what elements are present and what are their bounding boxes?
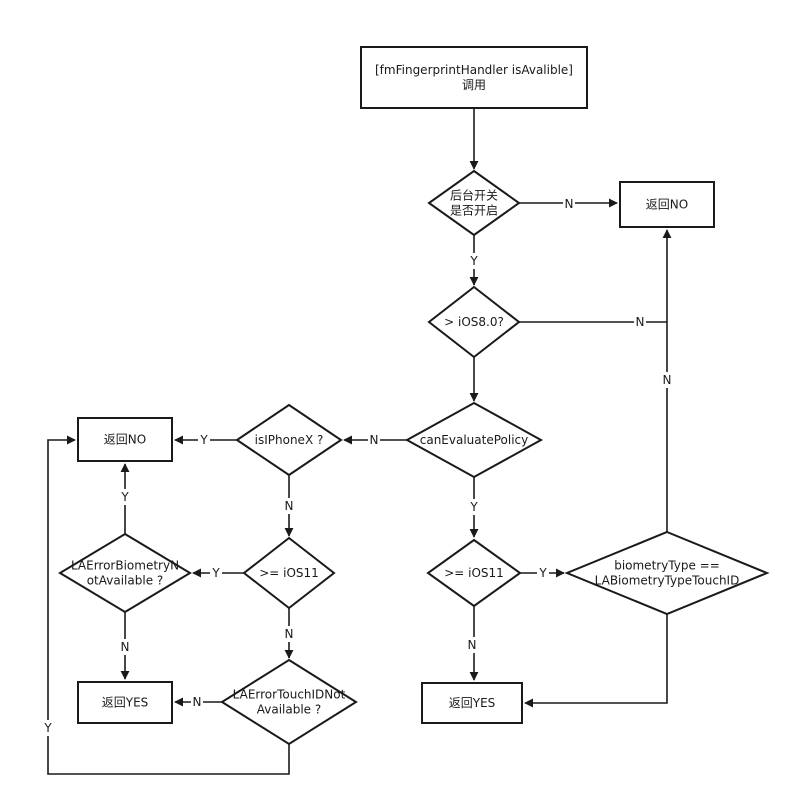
edge-label-biometry-type-no: N (661, 372, 673, 388)
edge-label-text: N (565, 197, 574, 211)
edge-label-text: N (370, 433, 379, 447)
node-text: LAErrorBiometryN (71, 559, 179, 573)
decision-diamond (58, 532, 192, 614)
edge-label-text: Y (211, 566, 220, 580)
node-text: LAErrorTouchIDNot (233, 688, 346, 702)
node-text: 后台开关 (450, 188, 498, 203)
node-text: otAvailable ? (87, 574, 164, 588)
node-text: >= iOS11 (259, 566, 319, 580)
node-text: biometryType == (614, 559, 720, 573)
node-ios11-left: >= iOS11 (242, 536, 336, 610)
node-text: 返回NO (104, 433, 146, 447)
node-text: Available ? (257, 703, 322, 717)
edge-label-can-eval-yes: Y (468, 499, 480, 515)
node-can-evaluate: canEvaluatePolicy (404, 401, 544, 479)
process-box (360, 46, 588, 109)
node-return-yes-left: 返回YES (77, 681, 173, 724)
edge-label-touchid-na-no: N (191, 694, 203, 710)
node-text: [fmFingerprintHandler isAvalible] (375, 63, 573, 77)
edge-label-ios11-right-no: N (466, 637, 478, 653)
node-ios11-right: >= iOS11 (426, 538, 522, 608)
edge-label-text: Y (43, 721, 52, 735)
edge-label-switch-yes: Y (468, 253, 480, 269)
edge-label-iphonex-yes: Y (198, 432, 210, 448)
node-ios8: > iOS8.0? (427, 285, 521, 359)
node-biometry-type: biometryType ==LABiometryTypeTouchID (564, 530, 770, 616)
node-text: 调用 (462, 78, 486, 92)
node-text: LABiometryTypeTouchID (595, 574, 740, 588)
node-text: 是否开启 (450, 204, 498, 218)
node-text: 返回YES (449, 696, 496, 710)
decision-diamond (426, 538, 522, 608)
decision-diamond (427, 169, 521, 237)
edge-label-biometry-na-yes: Y (119, 489, 131, 505)
node-text: > iOS8.0? (444, 315, 504, 329)
decision-diamond (242, 536, 336, 610)
edge-label-ios11-right-yes: Y (537, 565, 549, 581)
node-start: [fmFingerprintHandler isAvalible]调用 (360, 46, 588, 109)
edge-label-text: Y (199, 433, 208, 447)
edge-label-text: N (663, 373, 672, 387)
decision-diamond (235, 403, 343, 477)
process-box (421, 682, 523, 724)
edge-label-can-eval-no: N (368, 432, 380, 448)
node-text: 返回YES (102, 696, 149, 710)
edge-label-biometry-na-no: N (119, 639, 131, 655)
decision-diamond (427, 285, 521, 359)
edge-label-text: N (636, 315, 645, 329)
edge-label-text: N (121, 640, 130, 654)
edge-label-text: Y (538, 566, 547, 580)
decision-diamond (220, 658, 358, 746)
node-return-no-top: 返回NO (619, 181, 715, 228)
node-text: canEvaluatePolicy (420, 433, 529, 447)
edge-label-iphonex-no: N (283, 498, 295, 514)
edge-label-ios8-no: N (634, 314, 646, 330)
edge-label-touchid-na-yes: Y (42, 720, 54, 736)
edge-label-text: Y (120, 490, 129, 504)
edge-label-text: N (468, 638, 477, 652)
edge-label-text: Y (469, 500, 478, 514)
decision-diamond (564, 530, 770, 616)
node-text: isIPhoneX ? (255, 433, 324, 447)
edge-label-switch-no: N (563, 196, 575, 212)
node-text: >= iOS11 (444, 566, 504, 580)
node-is-iphonex: isIPhoneX ? (235, 403, 343, 477)
node-return-yes-right: 返回YES (421, 682, 523, 724)
edge-label-text: Y (469, 254, 478, 268)
process-box (619, 181, 715, 228)
edge-label-text: N (285, 499, 294, 513)
edge-label-ios11-left-yes: Y (210, 565, 222, 581)
decision-diamond (404, 401, 544, 479)
edge-label-text: N (285, 627, 294, 641)
node-text: 返回NO (646, 198, 688, 212)
process-box (77, 681, 173, 724)
edge-touchid-na-yes (47, 435, 290, 775)
node-return-no-left: 返回NO (77, 417, 173, 462)
edge-label-ios11-left-no: N (283, 626, 295, 642)
edge-plain-18 (524, 614, 668, 708)
edge-label-text: N (193, 695, 202, 709)
process-box (77, 417, 173, 462)
